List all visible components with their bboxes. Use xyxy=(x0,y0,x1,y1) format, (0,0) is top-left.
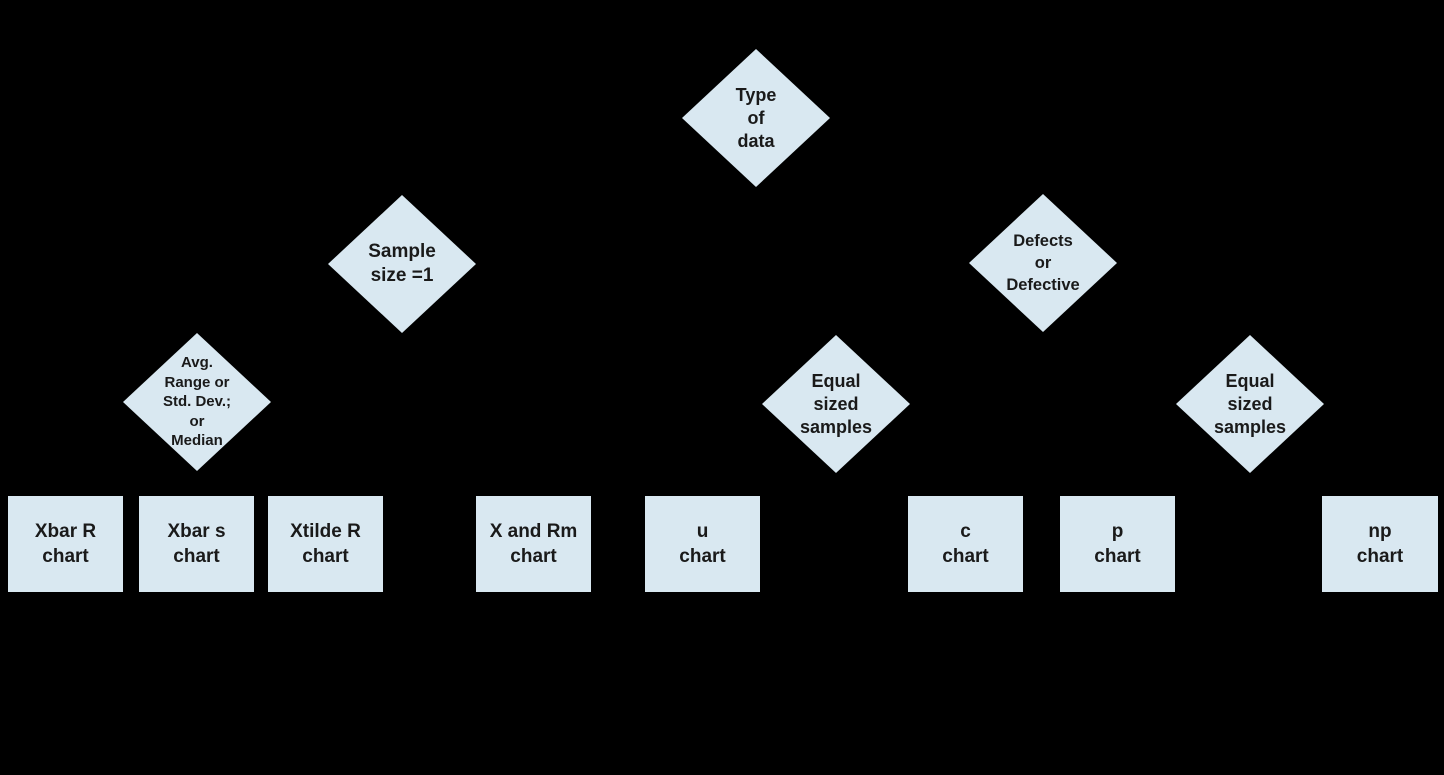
chart-box-u: u chart xyxy=(645,496,760,592)
rect-shape xyxy=(8,496,123,592)
decision-equal-sized-samples-right-label: Equal sized samples xyxy=(1213,370,1287,437)
rect-shape xyxy=(139,496,254,592)
decision-equal-sized-samples-right: Equal sized samples xyxy=(1176,335,1324,473)
chart-box-p: p chart xyxy=(1060,496,1175,592)
decision-avg-range-std-dev-median-label: Avg. Range or Std. Dev.; or Median xyxy=(162,354,232,450)
chart-box-xtilde-r-label: Xtilde R chart xyxy=(290,521,361,567)
rect-shape xyxy=(645,496,760,592)
chart-box-u-label: u chart xyxy=(679,521,726,567)
chart-box-c-label: c chart xyxy=(942,521,989,567)
chart-box-xbar-s: Xbar s chart xyxy=(139,496,254,592)
rect-shape xyxy=(1322,496,1438,592)
chart-box-xbar-s-label: Xbar s chart xyxy=(167,521,226,567)
chart-box-xtilde-r: Xtilde R chart xyxy=(268,496,383,592)
decision-equal-sized-samples-left-label: Equal sized samples xyxy=(799,370,873,437)
chart-box-xbar-r: Xbar R chart xyxy=(8,496,123,592)
decision-type-of-data-label: Type of data xyxy=(735,84,777,151)
decision-sample-size-label: Sample size =1 xyxy=(368,241,436,286)
chart-box-xbar-r-label: Xbar R chart xyxy=(34,521,97,567)
chart-box-x-and-rm: X and Rm chart xyxy=(476,496,591,592)
decision-type-of-data: Type of data xyxy=(682,49,830,187)
decision-defects-or-defective-label: Defects or Defective xyxy=(1006,232,1080,294)
decision-equal-sized-samples-left: Equal sized samples xyxy=(762,335,910,473)
rect-shape xyxy=(908,496,1023,592)
chart-box-x-and-rm-label: X and Rm chart xyxy=(489,521,578,567)
decision-avg-range-std-dev-median: Avg. Range or Std. Dev.; or Median xyxy=(123,333,271,471)
rect-shape xyxy=(476,496,591,592)
chart-box-np: np chart xyxy=(1322,496,1438,592)
chart-box-p-label: p chart xyxy=(1094,521,1141,567)
rect-shape xyxy=(268,496,383,592)
chart-box-np-label: np chart xyxy=(1356,521,1404,567)
decision-sample-size: Sample size =1 xyxy=(328,195,476,333)
decision-defects-or-defective: Defects or Defective xyxy=(969,194,1117,332)
chart-box-c: c chart xyxy=(908,496,1023,592)
rect-shape xyxy=(1060,496,1175,592)
